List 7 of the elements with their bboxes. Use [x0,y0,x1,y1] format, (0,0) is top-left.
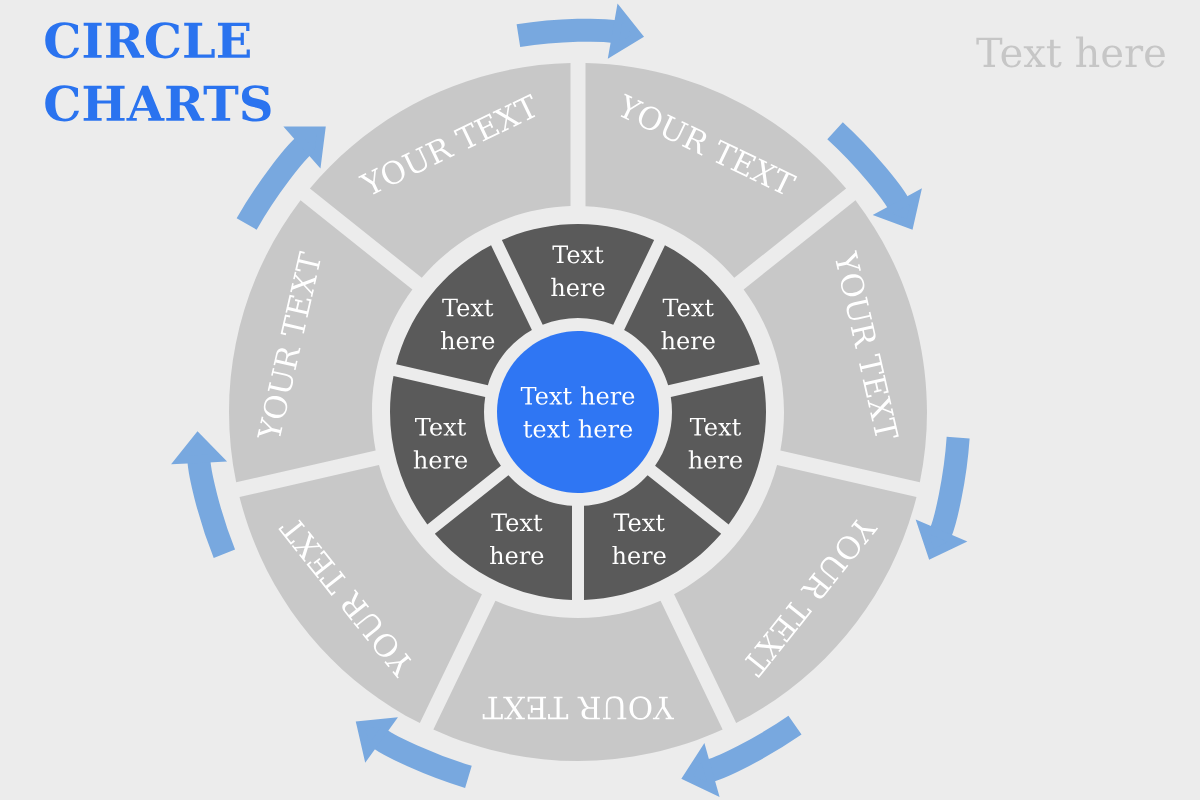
inner-ring-segment: Text here [624,245,760,386]
inner-ring-segment: Text here [396,245,532,386]
curved-arrow [236,126,326,230]
inner-ring-segment: Text here [434,475,572,600]
title: CIRCLE CHARTS [45,22,271,122]
inner-ring-segment: Text here [584,475,722,600]
inner-ring-segment: Text here [501,224,655,325]
